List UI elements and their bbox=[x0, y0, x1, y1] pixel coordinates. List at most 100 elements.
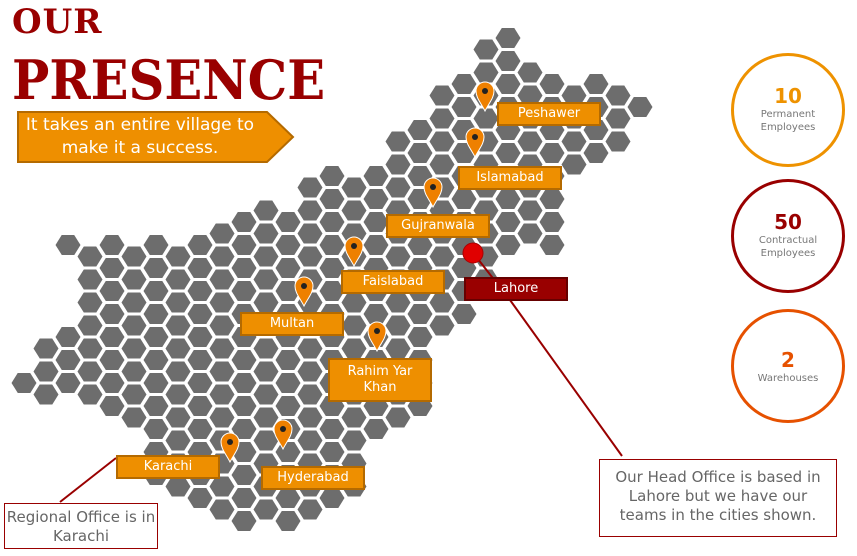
map-hex-cell bbox=[517, 131, 543, 152]
map-hex-cell bbox=[99, 327, 125, 347]
map-hex-cell bbox=[231, 235, 257, 255]
map-hex-cell bbox=[627, 97, 653, 117]
map-hex-cell bbox=[363, 304, 389, 324]
map-hex-cell bbox=[33, 361, 59, 382]
map-hex-cell bbox=[429, 315, 455, 336]
map-hex-cell bbox=[143, 419, 169, 439]
city-label-karachi: Karachi bbox=[116, 455, 220, 479]
map-hex-cell bbox=[495, 143, 521, 163]
map-hex-cell bbox=[209, 315, 235, 336]
map-hex-cell bbox=[165, 269, 191, 290]
city-label-peshawer: Peshawer bbox=[497, 102, 601, 126]
map-hex-cell bbox=[231, 511, 257, 531]
map-hex-cell bbox=[187, 327, 213, 347]
map-pin-icon bbox=[465, 127, 485, 159]
map-hex-cell bbox=[605, 108, 631, 129]
map-hex-cell bbox=[231, 488, 257, 508]
map-hex-cell bbox=[341, 177, 367, 198]
map-hex-cell bbox=[275, 350, 301, 370]
map-hex-cell bbox=[407, 327, 433, 347]
map-hex-cell bbox=[297, 430, 323, 451]
map-hex-cell bbox=[363, 189, 389, 209]
map-hex-cell bbox=[605, 85, 631, 106]
map-hex-cell bbox=[385, 315, 411, 336]
map-hex-cell bbox=[253, 499, 279, 520]
city-label-hyderabad: Hyderabad bbox=[261, 466, 365, 490]
map-hex-cell bbox=[165, 430, 191, 451]
map-hex-cell bbox=[99, 258, 125, 278]
map-hex-cell bbox=[253, 269, 279, 290]
map-hex-cell bbox=[297, 223, 323, 244]
map-hex-cell bbox=[187, 488, 213, 508]
map-hex-cell bbox=[429, 108, 455, 129]
map-hex-cell bbox=[517, 223, 543, 244]
map-hex-cell bbox=[209, 384, 235, 405]
map-hex-cell bbox=[77, 292, 103, 313]
map-hex-cell bbox=[143, 281, 169, 301]
map-hex-cell bbox=[231, 373, 257, 393]
map-hex-cell bbox=[99, 281, 125, 301]
map-hex-cell bbox=[143, 396, 169, 416]
map-hex-cell bbox=[385, 154, 411, 175]
map-hex-cell bbox=[121, 384, 147, 405]
map-hex-cell bbox=[473, 39, 499, 60]
map-hex-cell bbox=[451, 74, 477, 94]
map-hex-cell bbox=[341, 223, 367, 244]
map-hex-cell bbox=[187, 373, 213, 393]
map-hex-cell bbox=[473, 62, 499, 83]
map-hex-cell bbox=[429, 292, 455, 313]
map-hex-cell bbox=[187, 304, 213, 324]
map-hex-cell bbox=[253, 407, 279, 428]
map-hex-cell bbox=[275, 396, 301, 416]
map-pin-icon bbox=[344, 236, 364, 268]
map-hex-cell bbox=[187, 258, 213, 278]
map-pin-icon bbox=[367, 321, 387, 353]
map-hex-cell bbox=[209, 361, 235, 382]
city-label-multan: Multan bbox=[240, 312, 344, 336]
map-hex-cell bbox=[297, 338, 323, 359]
map-hex-cell bbox=[165, 338, 191, 359]
stat-value: 10 bbox=[774, 84, 802, 108]
map-hex-cell bbox=[253, 200, 279, 221]
map-hex-cell bbox=[99, 350, 125, 370]
map-hex-cell bbox=[363, 235, 389, 255]
map-hex-cell bbox=[495, 74, 521, 94]
map-hex-cell bbox=[275, 281, 301, 301]
map-hex-cell bbox=[561, 131, 587, 152]
map-hex-cell bbox=[143, 350, 169, 370]
map-hex-cell bbox=[143, 327, 169, 347]
city-label-faislabad: Faislabad bbox=[341, 270, 445, 294]
map-hex-cell bbox=[363, 166, 389, 186]
map-hex-cell bbox=[77, 269, 103, 290]
callout-line bbox=[509, 299, 623, 457]
map-hex-cell bbox=[77, 384, 103, 405]
map-hex-cell bbox=[297, 407, 323, 428]
map-hex-cell bbox=[55, 350, 81, 370]
map-hex-cell bbox=[231, 465, 257, 485]
map-hex-cell bbox=[319, 419, 345, 439]
map-hex-cell bbox=[429, 85, 455, 106]
map-hex-cell bbox=[253, 223, 279, 244]
map-hex-cell bbox=[165, 246, 191, 267]
map-hex-cell bbox=[407, 143, 433, 163]
map-hex-cell bbox=[253, 246, 279, 267]
map-hex-cell bbox=[385, 177, 411, 198]
map-hex-cell bbox=[407, 120, 433, 140]
map-hex-cell bbox=[275, 442, 301, 462]
map-hex-cell bbox=[209, 499, 235, 520]
map-hex-cell bbox=[297, 177, 323, 198]
city-label-islamabad: Islamabad bbox=[458, 166, 562, 190]
map-hex-cell bbox=[319, 166, 345, 186]
stat-label: Contractual Employees bbox=[758, 235, 818, 259]
map-hex-cell bbox=[451, 97, 477, 117]
map-hex-cell bbox=[495, 212, 521, 232]
map-hex-cell bbox=[297, 246, 323, 267]
map-hex-cell bbox=[231, 396, 257, 416]
map-hex-cell bbox=[407, 235, 433, 255]
map-hex-cell bbox=[99, 235, 125, 255]
map-hex-cell bbox=[517, 85, 543, 106]
tagline: It takes an entire village to make it a … bbox=[25, 115, 255, 158]
map-hex-cell bbox=[121, 292, 147, 313]
map-hex-cell bbox=[77, 338, 103, 359]
